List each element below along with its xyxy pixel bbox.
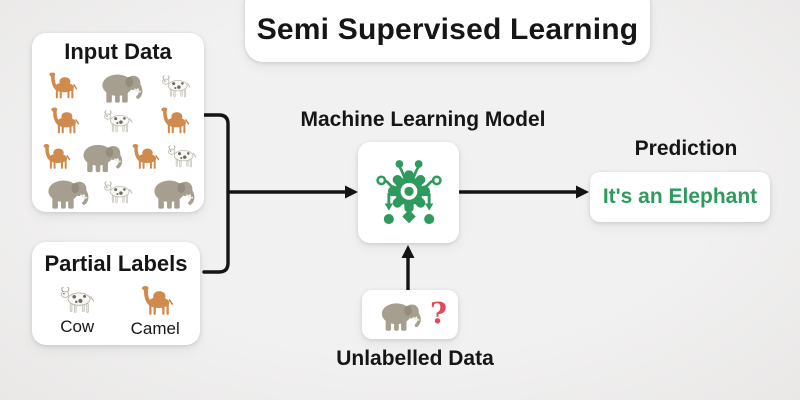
arrowhead-right-icon (345, 185, 358, 199)
animal-label: Camel (130, 318, 180, 338)
camel-icon (124, 141, 164, 172)
page-title: Semi Supervised Learning (256, 13, 639, 46)
animal-row (35, 139, 201, 173)
elephant-icon (39, 173, 91, 211)
partial-labels-title: Partial Labels (44, 251, 188, 276)
model-box (358, 142, 459, 243)
partial-label-item: Cow (52, 283, 102, 337)
input-data-title: Input Data (64, 39, 172, 64)
partial-labels-box: Partial Labels Cow Camel (32, 242, 200, 345)
elephant-icon (373, 296, 423, 333)
cow-icon (98, 178, 138, 206)
animal-row (35, 69, 201, 103)
cow-icon (52, 283, 102, 316)
prediction-value: It's an Elephant (602, 185, 758, 208)
animal-label: Cow (60, 316, 95, 336)
model-label: Machine Learning Model (300, 108, 546, 131)
cow-icon (156, 72, 196, 100)
input-data-box: Input Data (32, 33, 204, 212)
animal-row (35, 104, 201, 138)
title-box: Semi Supervised Learning (245, 0, 650, 62)
elephant-icon (75, 137, 124, 175)
unlabelled-data-box: ? (362, 290, 458, 339)
unlabelled-data-label: Unlabelled Data (336, 347, 494, 370)
prediction-label: Prediction (634, 137, 738, 160)
camel-icon (152, 105, 194, 136)
arrowhead-right-icon (576, 185, 589, 199)
cow-icon (98, 107, 138, 135)
arrowhead-up-icon (401, 245, 415, 258)
camel-icon (132, 283, 178, 318)
ml-model-icon (375, 159, 442, 224)
partial-label-item: Camel (131, 283, 180, 339)
elephant-icon (93, 67, 145, 105)
bracket-connector (202, 113, 230, 274)
elephant-icon (145, 173, 197, 211)
animal-row (35, 175, 201, 209)
question-mark-icon: ? (430, 296, 447, 330)
camel-icon (40, 70, 82, 101)
camel-icon (42, 105, 84, 136)
partial-label-items: Cow Camel (38, 283, 194, 339)
cow-icon (163, 142, 201, 170)
prediction-box: It's an Elephant (590, 172, 770, 222)
camel-icon (35, 141, 75, 172)
input-animal-grid (35, 69, 201, 209)
